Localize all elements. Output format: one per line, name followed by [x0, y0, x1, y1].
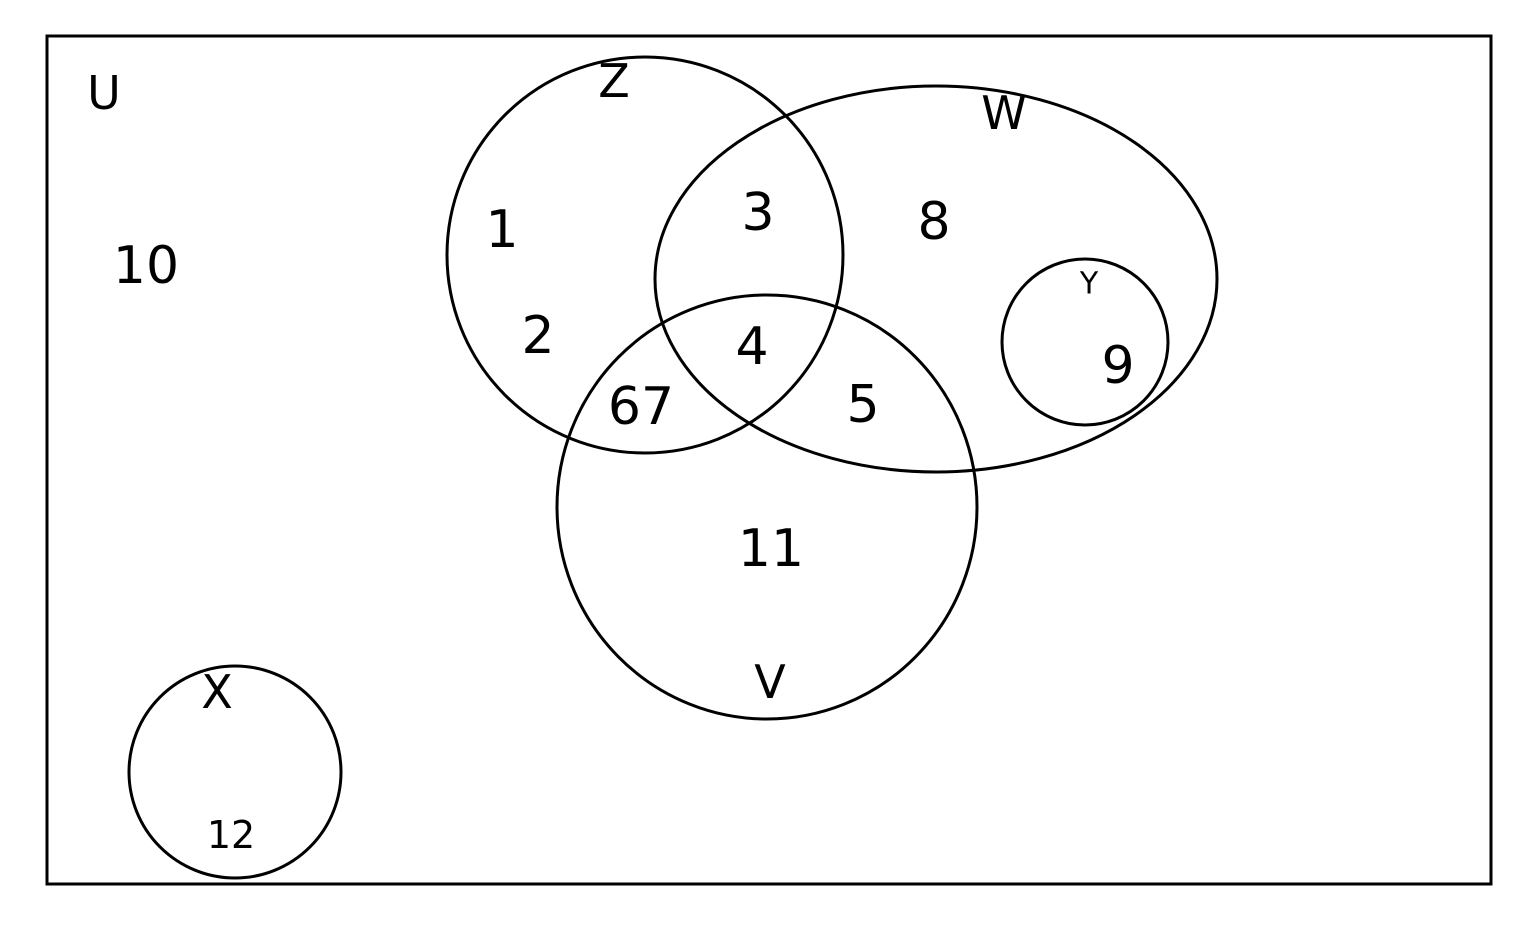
set-v-circle — [555, 293, 979, 721]
set-y-label: Y — [1079, 267, 1099, 302]
set-w-label: W — [981, 86, 1026, 140]
element-z-and-w: 3 — [741, 183, 774, 243]
element-w-and-v: 5 — [846, 375, 879, 435]
element-v-only: 11 — [738, 519, 804, 579]
set-z-circle — [445, 55, 845, 455]
set-v-label: V — [754, 655, 786, 709]
element-outside: 10 — [113, 236, 179, 296]
set-x-circle — [127, 664, 343, 880]
set-y-circle — [1000, 257, 1170, 427]
universe-rectangle — [45, 34, 1493, 886]
element-z-and-v: 67 — [608, 377, 674, 437]
element-z-only-a: 1 — [485, 200, 518, 260]
element-w-only: 8 — [917, 192, 950, 252]
element-x: 12 — [207, 813, 255, 857]
universe-label: U — [87, 66, 121, 120]
set-x-label: X — [201, 665, 233, 719]
set-z-label: Z — [598, 54, 630, 108]
set-w-ellipse — [653, 84, 1219, 474]
element-z-only-b: 2 — [521, 306, 554, 366]
element-y: 9 — [1101, 336, 1134, 396]
element-z-w-v: 4 — [735, 317, 768, 377]
